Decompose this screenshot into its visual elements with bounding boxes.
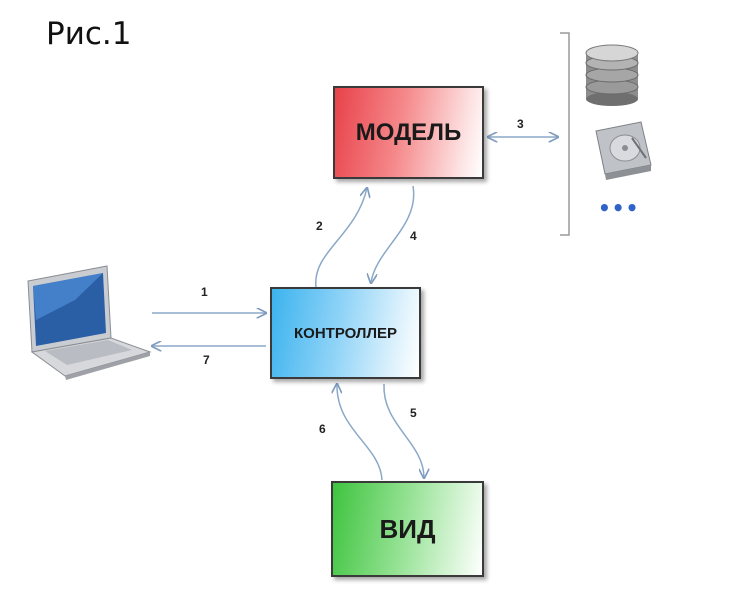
arrow-5-line xyxy=(383,383,424,478)
controller-label: КОНТРОЛЛЕР xyxy=(294,324,397,342)
more-dots-icon: ••• xyxy=(598,196,640,220)
arrow-7-label: 7 xyxy=(203,353,210,367)
arrow-2-line xyxy=(315,188,367,288)
figure-title: Рис.1 xyxy=(46,16,132,52)
storage-bracket xyxy=(560,32,570,236)
arrow-6-line xyxy=(337,384,383,481)
arrow-4-line xyxy=(371,185,415,283)
arrow-6-label: 6 xyxy=(319,422,326,436)
model-box: МОДЕЛЬ xyxy=(333,86,484,179)
database-icon xyxy=(585,44,639,106)
arrow-5-label: 5 xyxy=(410,406,417,420)
controller-box: КОНТРОЛЛЕР xyxy=(270,287,421,379)
laptop-icon xyxy=(27,265,152,380)
view-label: ВИД xyxy=(379,513,436,544)
view-box: ВИД xyxy=(331,481,484,577)
arrow-4-label: 4 xyxy=(410,229,417,243)
arrow-1-label: 1 xyxy=(201,285,208,299)
arrow-2-label: 2 xyxy=(316,219,323,233)
hard-drive-icon xyxy=(595,121,652,180)
arrow-3-label: 3 xyxy=(517,117,524,131)
model-label: МОДЕЛЬ xyxy=(355,118,462,146)
